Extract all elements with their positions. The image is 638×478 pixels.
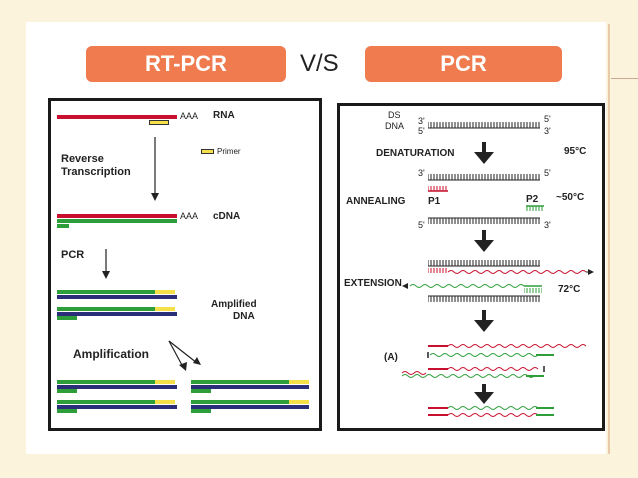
final-3-navy — [191, 385, 309, 389]
rtpcr-panel: AAA RNA Primer Reverse Transcription AAA… — [48, 98, 322, 431]
final-1-green — [57, 380, 155, 384]
final-1-primer — [57, 389, 77, 393]
pcr-step-label: PCR — [61, 249, 85, 261]
denaturation-temp: 95°C — [564, 146, 587, 157]
end-3-bottom: 3' — [544, 126, 551, 136]
rtpcr-arrows — [102, 137, 201, 371]
cdna-rna-strand — [57, 214, 177, 218]
ds-label: DS — [388, 110, 401, 120]
amp-1-yellow — [155, 290, 175, 294]
amp-2-navy — [57, 312, 177, 316]
extension-temp: 72°C — [558, 284, 581, 295]
final-2-green — [57, 400, 155, 404]
amp-2-primer — [57, 316, 77, 320]
final-2-primer — [57, 409, 77, 413]
transcription-label: Transcription — [61, 166, 131, 178]
final-1-yellow — [155, 380, 175, 384]
primer-bind — [149, 120, 169, 125]
final-3-yellow — [289, 380, 309, 384]
rna-strand — [57, 115, 177, 119]
end-3-denatured: 3' — [418, 168, 425, 178]
amplified-dna-label: DNA — [233, 311, 255, 322]
end-3-annealed: 3' — [544, 220, 551, 230]
cdna-strand — [57, 219, 177, 223]
final-2-navy — [57, 405, 177, 409]
aaa-tail: AAA — [180, 111, 199, 121]
aaa-tail-2: AAA — [180, 211, 199, 221]
amp-1-navy — [57, 295, 177, 299]
primer-p1-label: P1 — [428, 196, 441, 207]
slide-border — [608, 24, 610, 454]
end-5-denatured: 5' — [544, 168, 551, 178]
product-a-label: (A) — [384, 352, 398, 363]
amp-2-yellow — [155, 307, 175, 311]
amplified-label: Amplified — [211, 299, 257, 310]
end-5-annealed: 5' — [418, 220, 425, 230]
ds-dna-label: DNA — [385, 121, 405, 131]
cdna-label: cDNA — [213, 211, 241, 222]
reverse-label: Reverse — [61, 153, 104, 165]
primer-p2-label: P2 — [526, 194, 539, 205]
rtpcr-title-pill: RT-PCR — [86, 46, 286, 82]
rtpcr-title: RT-PCR — [145, 51, 227, 76]
primer-legend-swatch — [201, 149, 214, 154]
pcr-panel: DS DNA 3' 5' 5' 3' DENATURATION 95°C 3' … — [337, 103, 605, 431]
pcr-title-pill: PCR — [365, 46, 562, 82]
end-3-top: 3' — [418, 116, 425, 126]
pcr-title: PCR — [440, 51, 487, 76]
pcr-diagram-graphics — [401, 122, 594, 417]
final-4-primer — [191, 409, 211, 413]
annealing-temp: ~50°C — [556, 192, 585, 203]
rna-label: RNA — [213, 110, 235, 121]
denaturation-label: DENATURATION — [376, 148, 455, 159]
corner-line — [611, 78, 638, 79]
end-5-top: 5' — [544, 114, 551, 124]
primer-legend-label: Primer — [217, 147, 241, 156]
final-3-primer — [191, 389, 211, 393]
amp-1-green — [57, 290, 155, 294]
annealing-label: ANNEALING — [346, 196, 406, 207]
cdna-primer — [57, 224, 69, 228]
amp-2-green — [57, 307, 155, 311]
final-2-yellow — [155, 400, 175, 404]
vs-label: V/S — [300, 50, 339, 77]
final-4-yellow — [289, 400, 309, 404]
amplification-label: Amplification — [73, 347, 150, 361]
final-1-navy — [57, 385, 177, 389]
final-4-navy — [191, 405, 309, 409]
end-5-bottom: 5' — [418, 126, 425, 136]
extension-label: EXTENSION — [344, 278, 402, 289]
final-3-green — [191, 380, 289, 384]
final-4-green — [191, 400, 289, 404]
